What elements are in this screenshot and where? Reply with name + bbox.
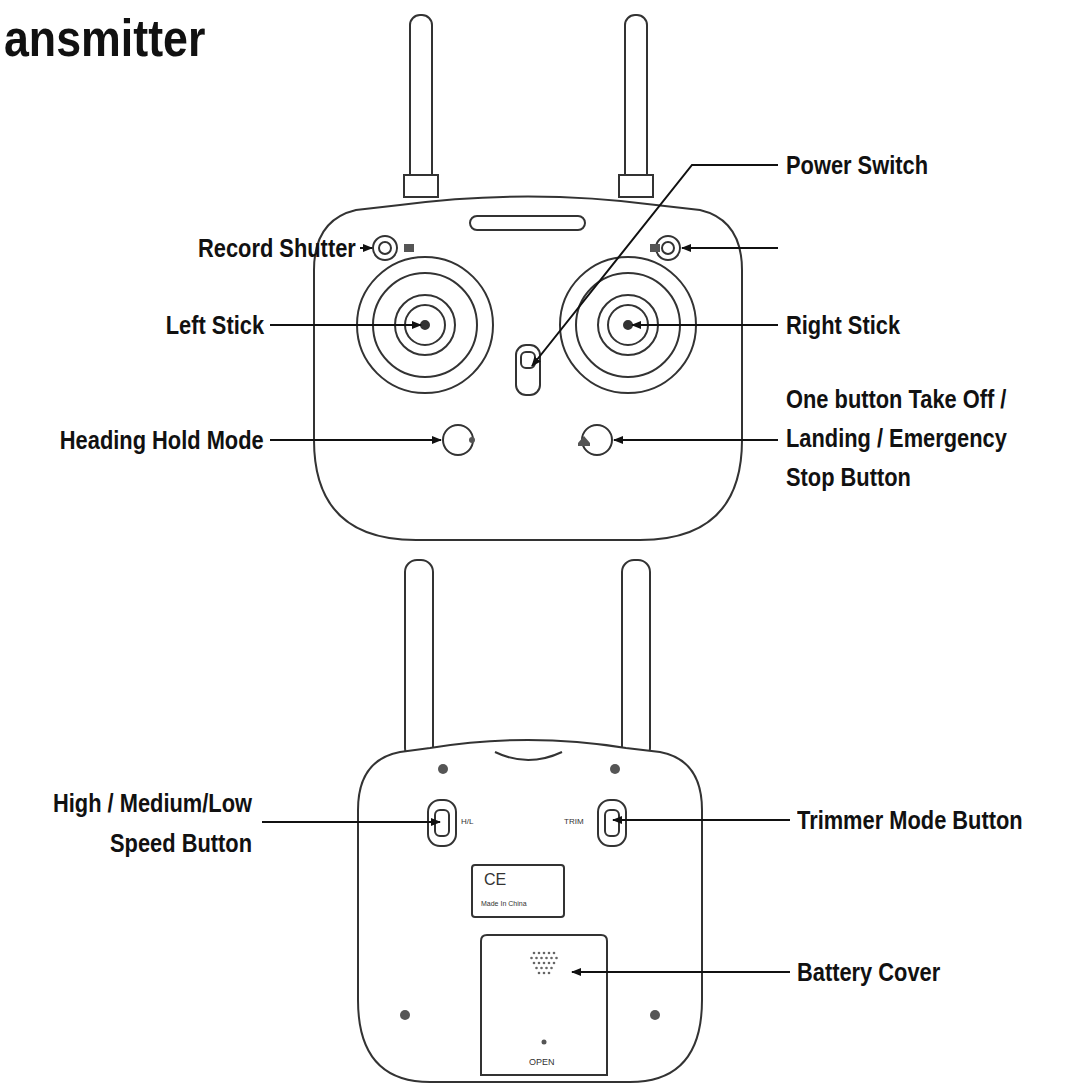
small-print: Made In China bbox=[481, 899, 527, 908]
page-title: ansmitter bbox=[4, 8, 205, 68]
certification-mark: CE bbox=[484, 870, 506, 890]
callout-label: Right Stick bbox=[786, 309, 900, 342]
callout-label: High / Medium/Low Speed Button bbox=[29, 783, 252, 863]
callout-label: Power Switch bbox=[786, 149, 928, 182]
callout-label: Left Stick bbox=[166, 309, 264, 342]
callout-label: Heading Hold Mode bbox=[60, 424, 264, 457]
callout-label: Record Shutter bbox=[198, 232, 356, 265]
callout-label: Battery Cover bbox=[797, 956, 940, 989]
callout-label: Trimmer Mode Button bbox=[797, 804, 1023, 837]
button-marking: H/L bbox=[461, 817, 473, 827]
button-marking: TRIM bbox=[564, 817, 584, 827]
callout-label: One button Take Off / Landing / Emergenc… bbox=[786, 380, 1038, 497]
cover-marking: OPEN bbox=[529, 1057, 555, 1068]
